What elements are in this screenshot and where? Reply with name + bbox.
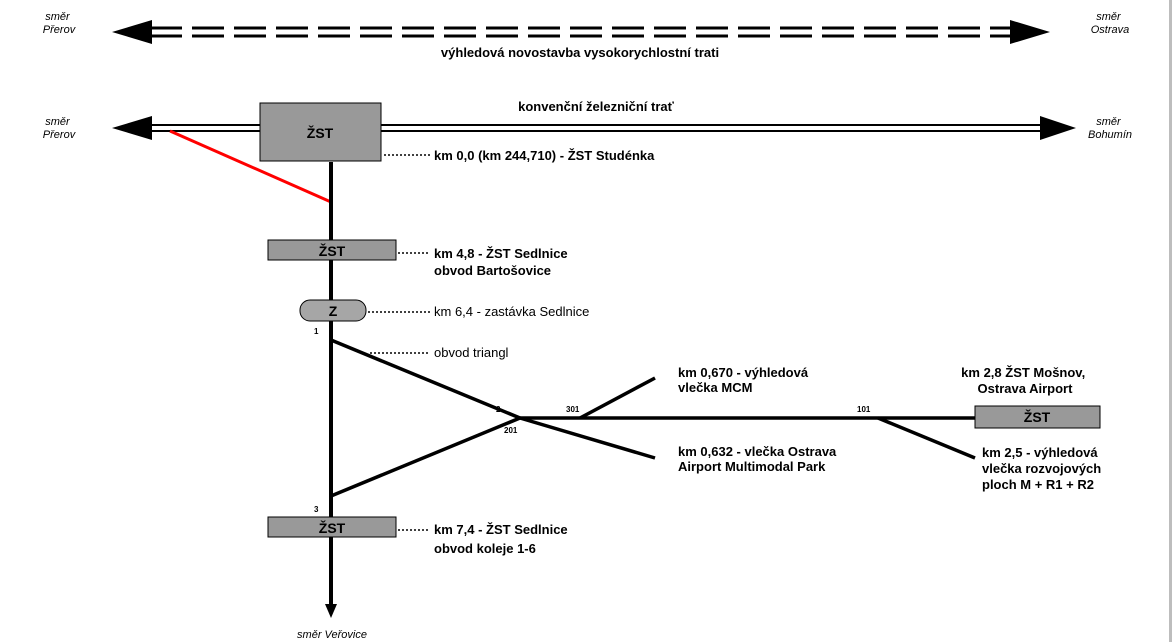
siding-amp-track [519, 416, 656, 460]
siding-amp-label: km 0,632 - vlečka Ostrava Airport Multim… [678, 444, 840, 474]
siding-rozvoj-track [877, 416, 976, 460]
station-sedlnice-koleje-label: km 7,4 - ŽST Sedlnice obvod koleje 1-6 [434, 522, 571, 556]
switch-1: 1 [314, 327, 319, 336]
conventional-title: konvenční železniční trať [518, 99, 675, 114]
bottom-arrow [325, 604, 337, 618]
station-sedlnice-koleje-box-text: ŽST [319, 519, 346, 536]
right-border [1169, 0, 1172, 642]
switch-3: 3 [314, 505, 319, 514]
siding-mcm-label: km 0,670 - výhledová vlečka MCM [678, 365, 812, 395]
station-sedlnice-bartosovice-box-text: ŽST [319, 242, 346, 259]
station-mosnov-box-text: ŽST [1024, 408, 1051, 425]
dir-conv-left: směr Přerov [43, 116, 77, 141]
station-sedlnice-bartosovice-label: km 4,8 - ŽST Sedlnice obvod Bartošovice [434, 246, 571, 278]
high-speed-line [112, 20, 1050, 44]
stop-sedlnice-label: km 6,4 - zastávka Sedlnice [434, 304, 589, 319]
station-mosnov-box [974, 405, 1101, 429]
switch-101: 101 [857, 405, 871, 414]
connecting-curve [169, 129, 332, 204]
switch-201: 201 [504, 426, 518, 435]
dir-hs-left: směr Přerov [43, 11, 77, 36]
station-mosnov-label: km 2,8 ŽST Mošnov, Ostrava Airport [961, 365, 1089, 396]
conv-right-arrow [1040, 116, 1076, 140]
station-sedlnice-koleje-box [267, 516, 397, 538]
hs-left-arrow [112, 20, 152, 44]
leader-lines [368, 154, 430, 531]
station-studenka-box [259, 102, 382, 162]
dir-conv-right: směr Bohumín [1088, 116, 1132, 141]
dir-hs-right: směr Ostrava [1091, 11, 1130, 36]
triangle-junction [330, 338, 976, 498]
switch-301: 301 [566, 405, 580, 414]
station-sedlnice-bartosovice-box [267, 239, 397, 261]
triangl-label: obvod triangl [434, 345, 509, 360]
stop-sedlnice-box-text: Z [329, 303, 338, 319]
siding-rozvoj-label: km 2,5 - výhledová vlečka rozvojových pl… [982, 445, 1105, 492]
station-studenka-box-text: ŽST [307, 124, 334, 141]
siding-mcm-track [579, 376, 656, 420]
station-studenka-label: km 0,0 (km 244,710) - ŽST Studénka [434, 148, 655, 163]
stop-sedlnice-box [299, 299, 367, 322]
dir-bottom: směr Veřovice [297, 629, 367, 641]
hs-right-arrow [1010, 20, 1050, 44]
high-speed-title: výhledová novostavba vysokorychlostní tr… [441, 45, 719, 60]
conv-left-arrow [112, 116, 152, 140]
switch-2: 2 [496, 405, 501, 414]
conventional-line [112, 116, 1076, 140]
